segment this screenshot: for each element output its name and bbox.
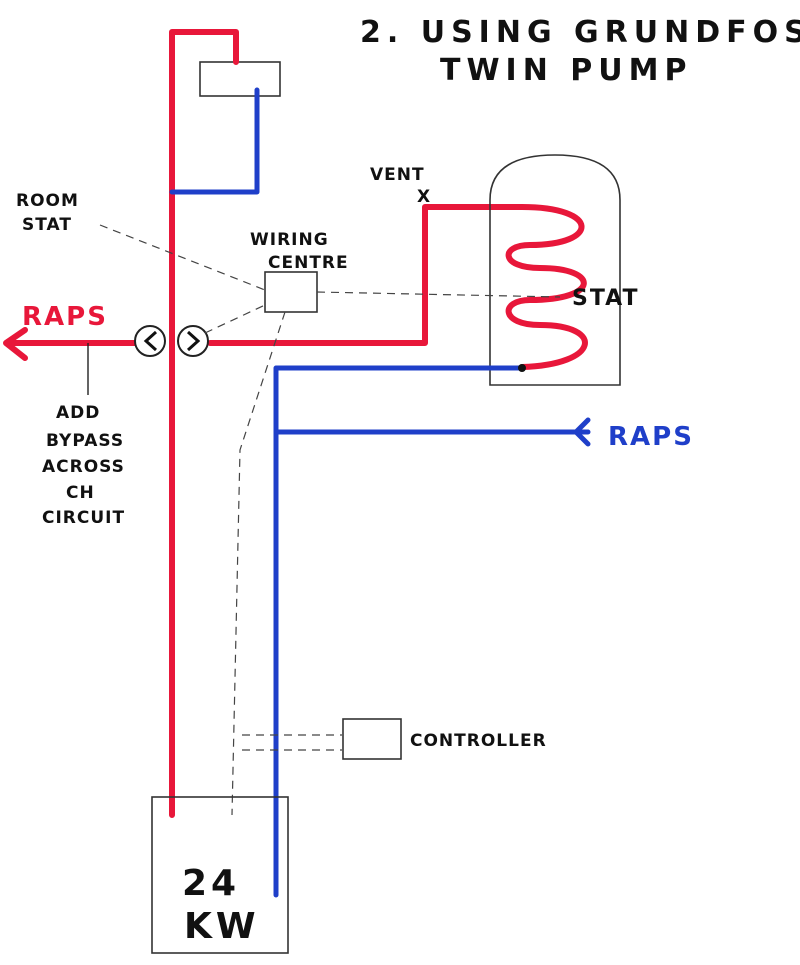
cylinder-stat-wiring	[316, 291, 561, 298]
cylinder-flow-pipe	[207, 204, 525, 346]
header-tank	[199, 61, 281, 97]
boiler-rating-line-1: 24	[182, 863, 240, 904]
room-stat-label-line-1: ROOM	[16, 191, 79, 211]
bypass-note-line-1: ADD	[56, 403, 100, 423]
cylinder-stat-label: STAT	[572, 286, 639, 311]
cylinder-return-pipe	[273, 365, 525, 898]
raps-flow-label: RAPS	[22, 302, 108, 332]
bypass-note-line-4: CH	[66, 483, 95, 503]
hot-water-cylinder	[489, 154, 621, 386]
flow-riser-pipe	[169, 29, 239, 818]
ch-return-arrowhead	[573, 417, 591, 447]
bypass-note-line-5: CIRCUIT	[42, 508, 125, 528]
wiring-centre-label-line-1: WIRING	[250, 230, 329, 250]
header-return-pipe	[169, 87, 260, 195]
wiring-centre-label-line-2: CENTRE	[268, 253, 349, 273]
vent-label: VENT	[370, 165, 425, 185]
pump-right	[177, 325, 209, 357]
controller-label: CONTROLLER	[410, 731, 547, 751]
bypass-note-line-2: BYPASS	[46, 431, 124, 451]
pump-right-chevron-icon	[186, 330, 201, 352]
ch-flow-arrowhead	[3, 327, 28, 361]
pump-left	[134, 325, 166, 357]
title-line-1: 2. USING GRUNDFOS	[360, 15, 800, 50]
wiring-centre-box	[264, 271, 318, 313]
boiler-rating-line-2: KW	[184, 906, 260, 947]
boiler-wiring	[231, 311, 286, 816]
coil-outlet-dot	[518, 364, 526, 372]
title-line-2: TWIN PUMP	[440, 53, 692, 88]
bypass-note-line-3: ACROSS	[42, 457, 125, 477]
raps-return-label: RAPS	[608, 422, 694, 452]
room-stat-label-line-2: STAT	[22, 215, 72, 235]
vent-mark: X	[417, 187, 431, 207]
pump-left-chevron-icon	[143, 330, 158, 352]
boiler-box	[151, 796, 289, 954]
pump-wiring	[204, 304, 266, 334]
room-stat-wiring	[99, 224, 266, 291]
controller-box	[342, 718, 402, 760]
cylinder-coil	[505, 204, 588, 370]
